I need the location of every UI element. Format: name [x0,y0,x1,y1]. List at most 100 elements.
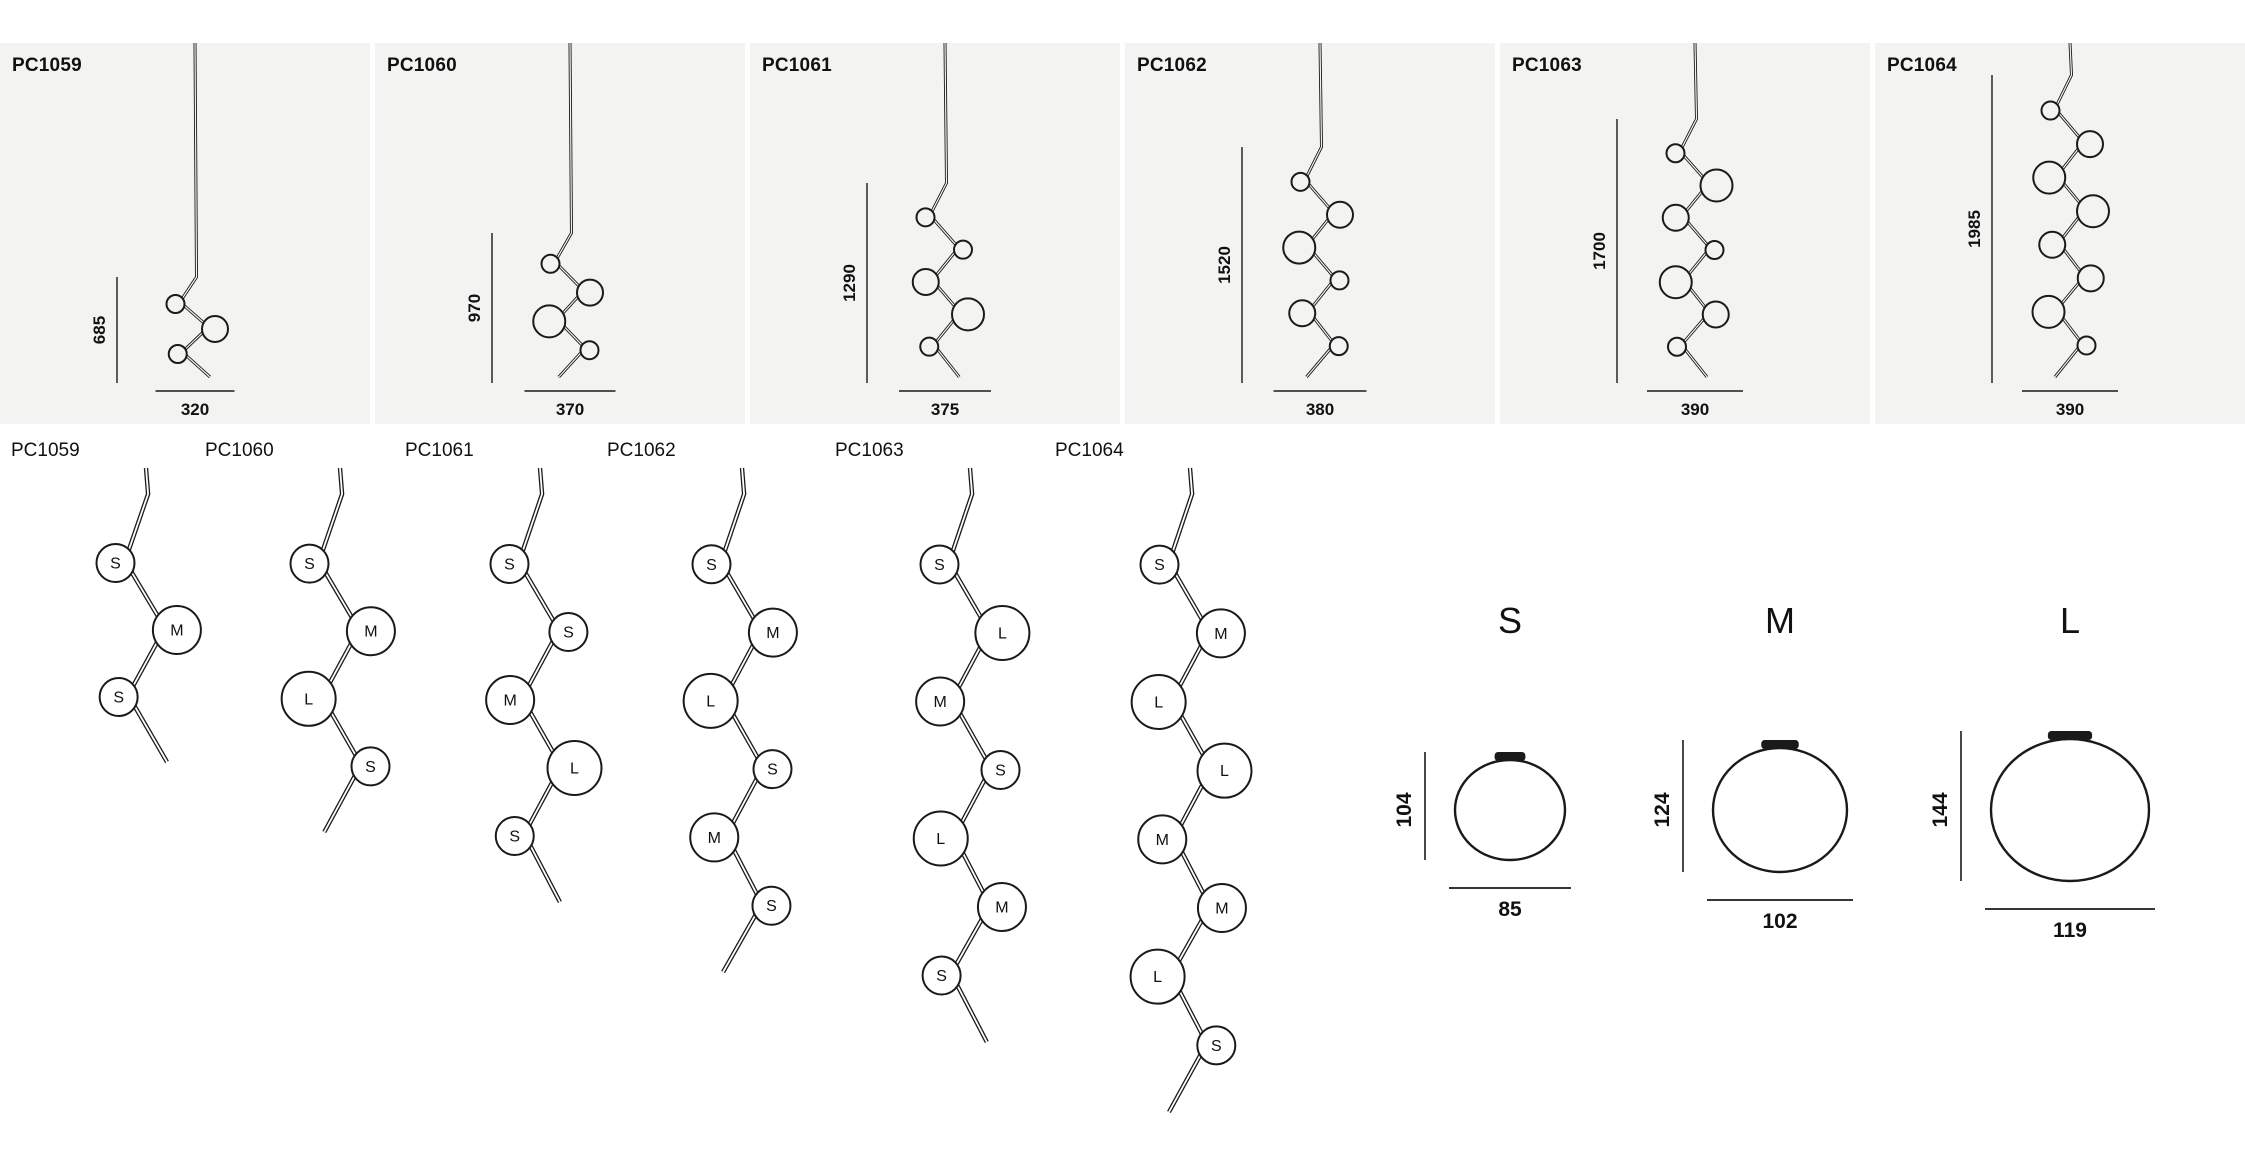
dimension-drawing: 970 370 [465,43,616,419]
globe-letter: S [365,759,376,776]
globe-s [1290,171,1311,192]
globe-s [980,750,1021,790]
globe-m [976,882,1027,932]
globe-s [579,340,600,361]
globe-m [2076,264,2105,293]
globe-l [2031,294,2066,329]
globe-letter: S [1154,557,1165,574]
globe-letter: S [563,625,574,642]
globe-m [151,605,202,655]
globe-l [1699,168,1734,203]
height-dimension-value: 124 [1651,792,1674,827]
globe-letter: M [1215,901,1228,918]
globe-letter: S [936,968,947,985]
globe-m [1288,299,1317,328]
height-dimension-value: 685 [90,316,109,344]
globe-s [489,544,530,584]
width-dimension-value: 380 [1306,400,1334,419]
globe-s [691,544,732,585]
lamp-stem-inner [518,467,562,903]
globe-cap [2047,731,2093,740]
globe-s [921,955,962,996]
globe-l [951,297,985,332]
globe-letter: M [364,624,377,641]
globe-letter: S [504,557,515,574]
globe-s [919,336,940,357]
width-dimension-value: 370 [556,400,584,419]
width-dimension-value: 390 [1681,400,1709,419]
globe-s [919,544,960,585]
globe-s [1665,143,1686,164]
globe-l [2032,160,2067,195]
globe-letter: S [509,829,520,846]
height-dimension-value: 970 [465,294,484,322]
globe-s [751,885,792,926]
product-code: PC1061 [762,55,832,76]
globe-s [1196,1025,1237,1066]
globe-l [1658,265,1693,300]
lamp-stem-inner [929,43,961,378]
product-code: PC1059 [11,440,80,461]
lamp-stem-inner [948,467,992,1043]
globe-letter: L [936,831,945,848]
width-dimension-value: 85 [1498,898,1522,921]
globe-l [546,740,603,796]
globe-s [167,344,188,364]
globe-s [953,239,973,260]
globe-s [1329,270,1350,291]
globe-l [532,304,567,339]
globe-size-label: M [1765,600,1795,641]
globe-s [548,612,589,652]
globe-letter: S [304,556,315,573]
globe-m [747,607,798,658]
height-dimension-value: 1520 [1215,246,1234,284]
globe-s [915,207,936,228]
globe-m [1195,608,1246,659]
globe-m [485,675,536,725]
globe-letter: M [708,830,721,847]
configuration-drawing: SMS [95,467,202,764]
globe-m [1137,814,1188,865]
product-code: PC1063 [1512,55,1582,76]
globe-m [2076,130,2104,159]
height-dimension-value: 1700 [1590,232,1609,270]
globe-letter: M [170,623,183,640]
globe-l [280,670,337,727]
globe-m [915,676,966,727]
globe-letter: L [706,693,715,710]
globe-l [2076,194,2110,229]
globe-s [289,543,330,584]
globe-letter: M [1156,832,1169,849]
globe-l [682,672,739,729]
width-dimension-value: 102 [1762,910,1797,933]
globe-s [1328,336,1349,357]
width-dimension-value: 119 [2053,919,2087,942]
globe-letter: S [767,762,778,779]
globe-s [752,749,793,790]
globe-s [1667,336,1687,357]
globe-cap [1761,740,1799,749]
globe-outline [1711,746,1849,874]
product-code: PC1060 [387,55,457,76]
globe-cap [1494,752,1526,761]
globe-size-M: M 124 102 [1630,600,1930,1030]
globe-s [98,677,139,717]
globe-letter: M [933,694,946,711]
globe-s [2040,100,2061,121]
globe-s [350,746,391,787]
globe-m [1661,203,1690,232]
globe-letter: M [1214,626,1227,643]
product-code: PC1063 [835,440,904,461]
globe-letter: L [1220,763,1229,780]
globe-letter: S [934,557,945,574]
